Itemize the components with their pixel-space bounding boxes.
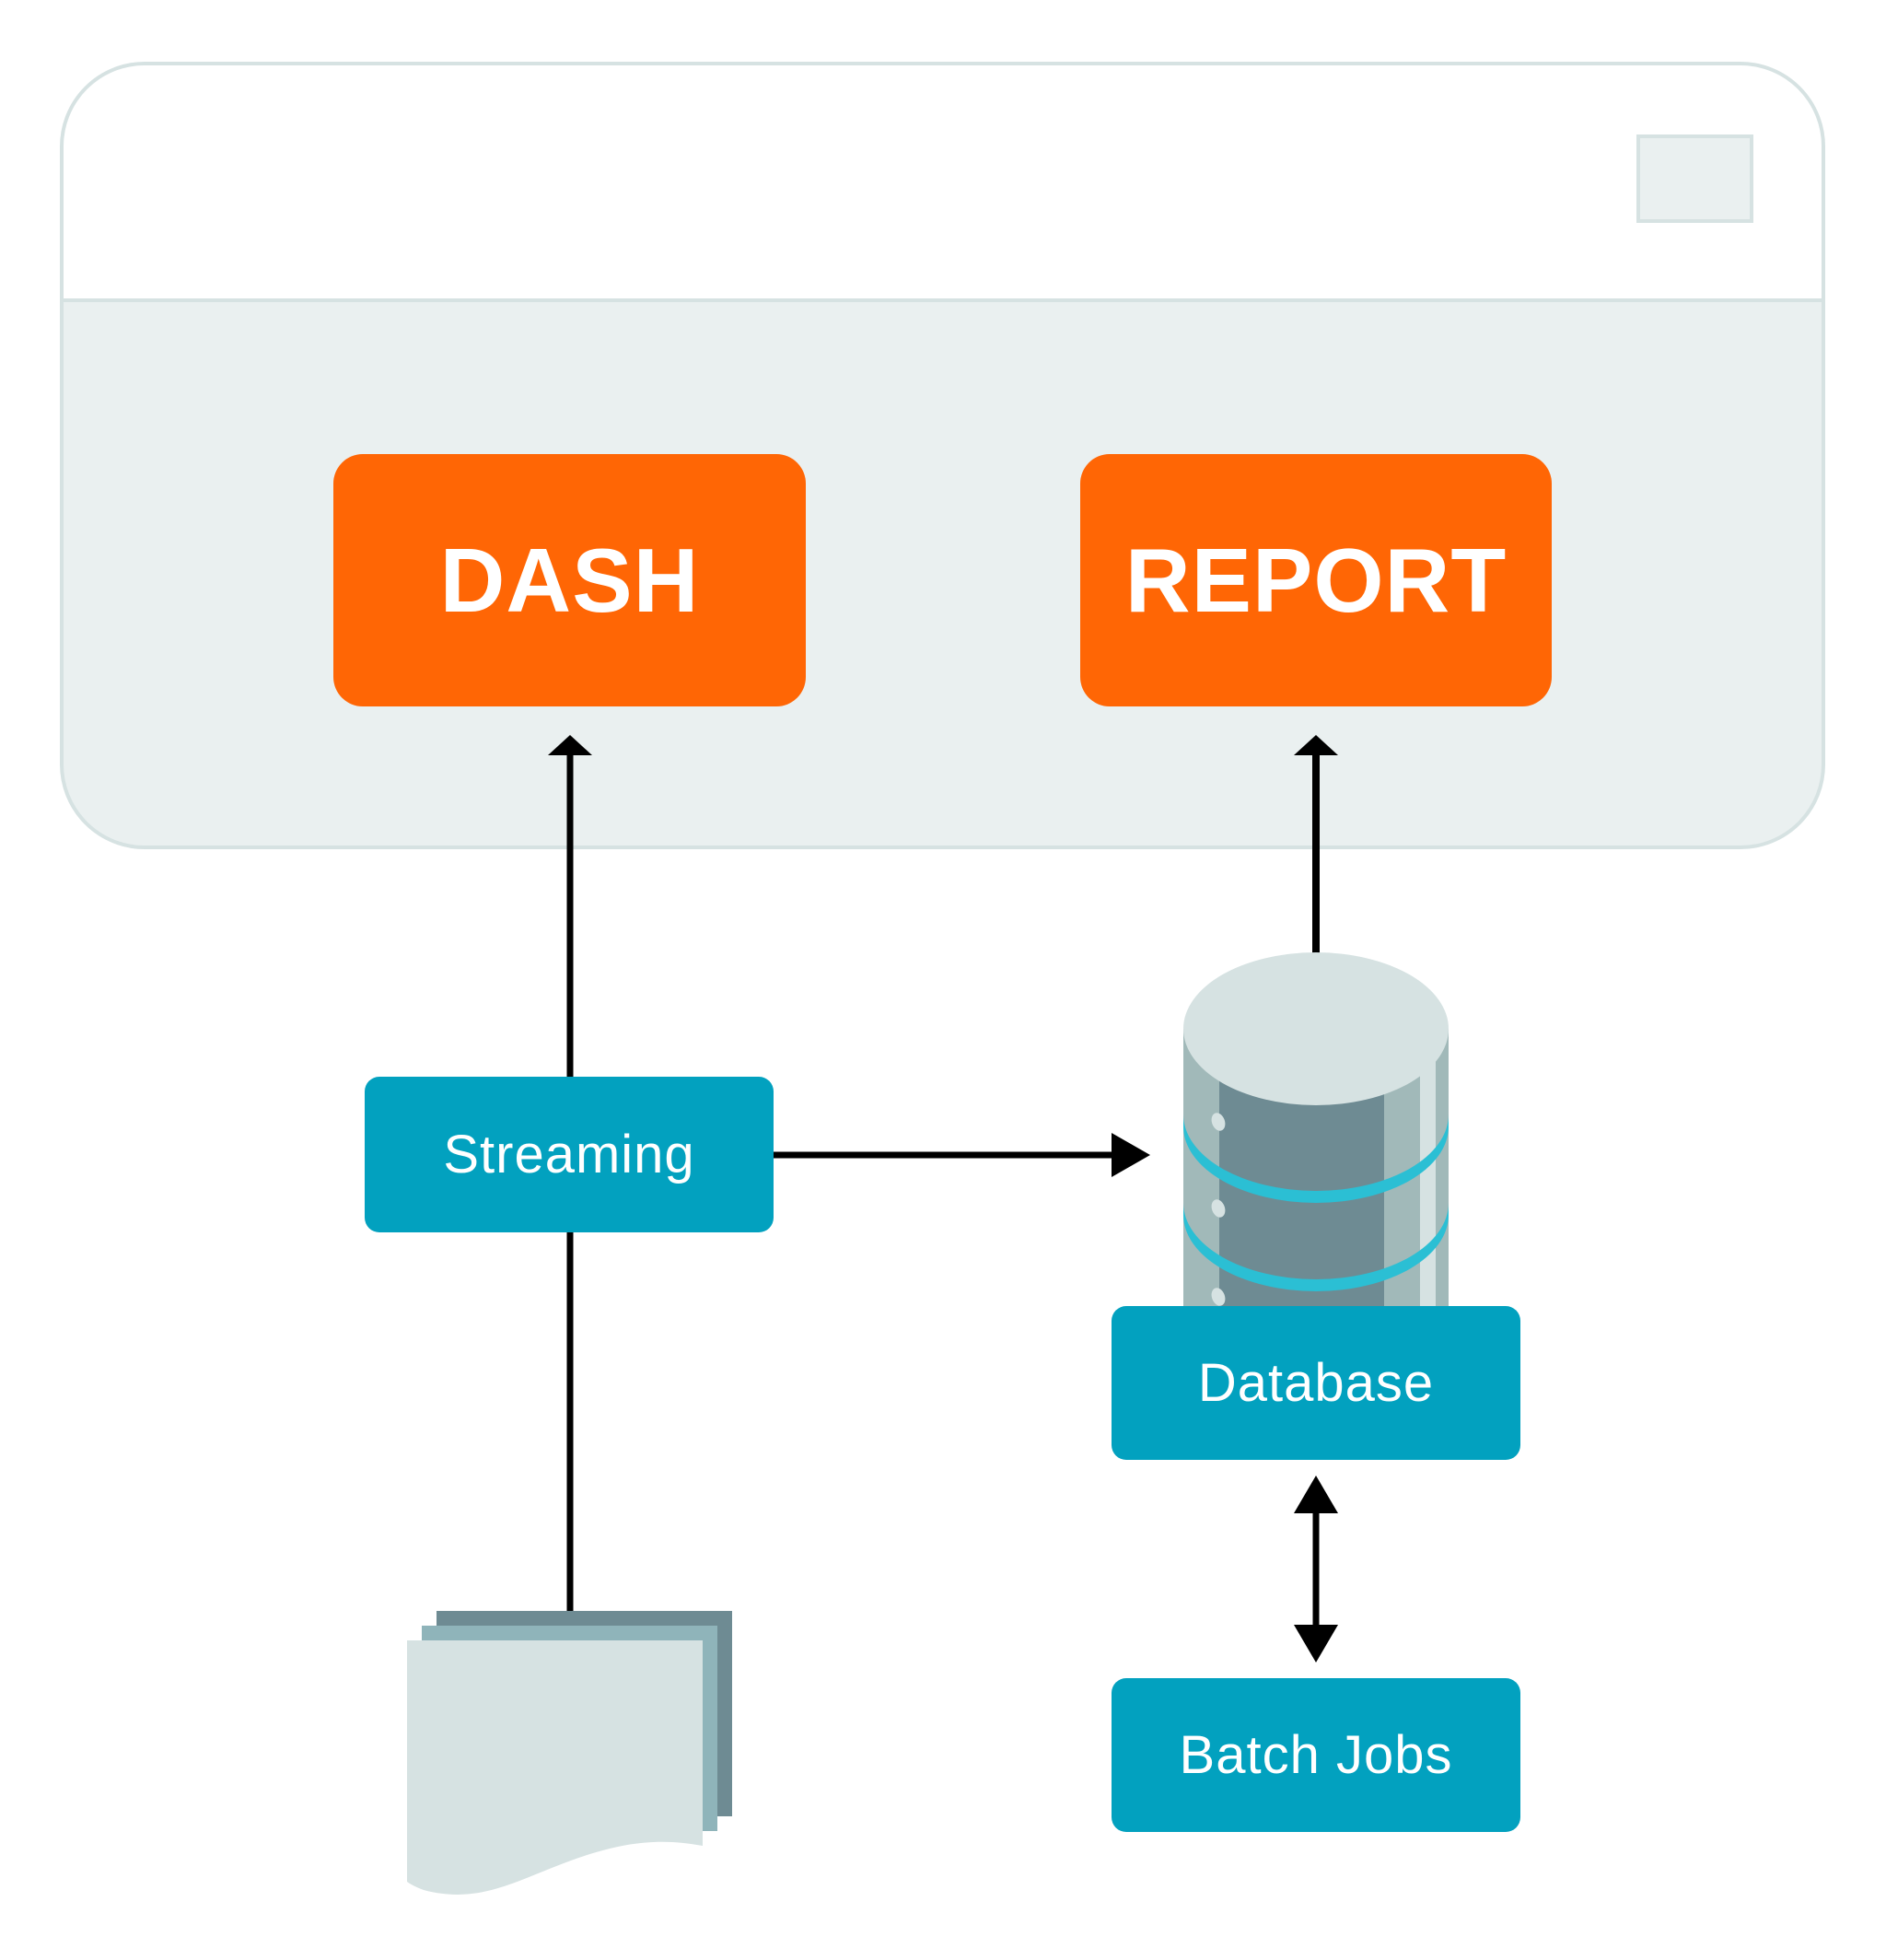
report-label: REPORT: [1124, 529, 1508, 631]
batch-jobs-node[interactable]: Batch Jobs: [1112, 1678, 1520, 1832]
arrowhead-database: [1112, 1133, 1150, 1177]
window-control-icon[interactable]: [1636, 134, 1753, 223]
arrowhead-up-database: [1294, 1476, 1338, 1513]
database-node[interactable]: Database: [1112, 1306, 1520, 1460]
streaming-node[interactable]: Streaming: [365, 1077, 774, 1232]
arrowhead-down-batch-jobs: [1294, 1625, 1338, 1662]
streaming-label: Streaming: [443, 1125, 695, 1184]
report-node[interactable]: REPORT: [1080, 454, 1552, 706]
arrowhead-dash: [548, 735, 592, 755]
dash-label: DASH: [439, 529, 700, 631]
arrowhead-report: [1294, 735, 1338, 755]
batch-jobs-label: Batch Jobs: [1179, 1725, 1453, 1785]
window-titlebar: [64, 65, 1822, 302]
database-label: Database: [1197, 1353, 1435, 1413]
document-stack-icon: [407, 1611, 732, 1895]
dash-node[interactable]: DASH: [333, 454, 806, 706]
database-cylinder-icon: [1183, 952, 1449, 1363]
